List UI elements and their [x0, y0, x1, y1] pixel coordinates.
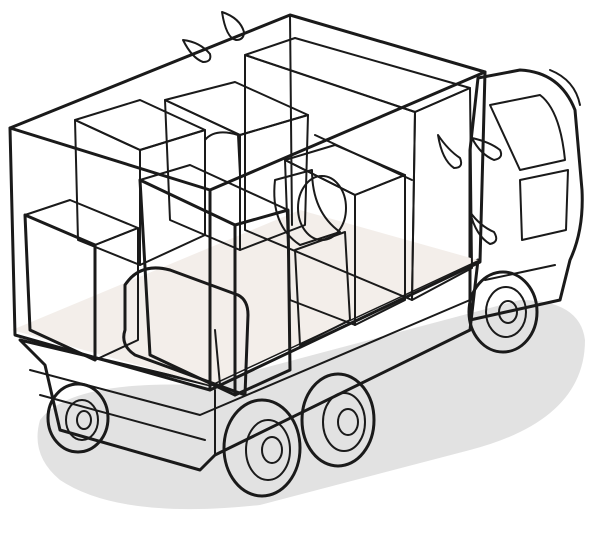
water-droplet-icon: [438, 135, 461, 168]
water-droplet-icon: [472, 138, 501, 160]
suitcase-handle: [205, 132, 240, 175]
water-droplet-icon: [470, 212, 496, 244]
water-droplet-icon: [183, 40, 210, 62]
